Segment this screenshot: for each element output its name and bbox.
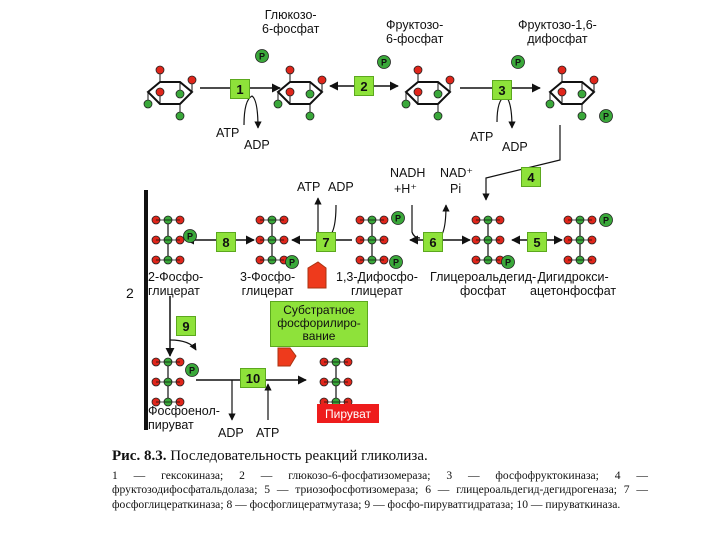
figure-number: Рис. 8.3. bbox=[112, 448, 167, 464]
atom bbox=[317, 75, 327, 85]
atom bbox=[401, 99, 411, 109]
atp-label: ATP bbox=[470, 130, 494, 144]
atom bbox=[413, 65, 423, 75]
glyceraldehyde-phosphate-label: Глицероальдегид- фосфат bbox=[430, 270, 537, 298]
adp-label: ADP bbox=[244, 138, 270, 152]
atom bbox=[175, 111, 185, 121]
step-4-box: 4 bbox=[521, 167, 541, 187]
glucose-ring-icon bbox=[146, 81, 194, 105]
2-phosphoglycerate-label: 2-Фосфо- глицерат bbox=[148, 270, 204, 298]
adp-label: ADP bbox=[328, 180, 354, 194]
atp-adp-curve-3 bbox=[496, 95, 516, 129]
phosphate-icon bbox=[599, 213, 613, 227]
atom bbox=[445, 75, 455, 85]
atom bbox=[143, 99, 153, 109]
h2o-arrow-9 bbox=[169, 339, 197, 351]
atom bbox=[305, 89, 315, 99]
substrate-phosphorylation-box: Субстратное фосфорилиро- вание bbox=[270, 301, 368, 347]
glucose-6-phosphate-label: Глюкозо- 6-фосфат bbox=[262, 8, 320, 36]
phosphate-icon bbox=[599, 109, 613, 123]
step-8-box: 8 bbox=[216, 232, 236, 252]
phosphate-icon bbox=[389, 255, 403, 269]
phosphate-letter: P bbox=[603, 216, 609, 226]
atom bbox=[433, 89, 443, 99]
fructose-6-phosphate-label: Фруктозо- 6-фосфат bbox=[386, 18, 444, 46]
atom bbox=[577, 89, 587, 99]
figure-caption-text: 1 — гексокиназа; 2 — глюкозо-6-фосфатизо… bbox=[112, 469, 648, 511]
atp-label: ATP bbox=[216, 126, 240, 140]
atom bbox=[187, 75, 197, 85]
fructose-1-6-bisphosphate-label: Фруктозо-1,6- дифосфат bbox=[518, 18, 597, 46]
nadh-label: NADH bbox=[390, 166, 426, 180]
pointer-hand-icon bbox=[277, 347, 297, 367]
phosphate-letter: P bbox=[189, 366, 195, 376]
phosphate-icon bbox=[501, 255, 515, 269]
phosphate-letter: P bbox=[289, 258, 295, 268]
atom bbox=[155, 87, 165, 97]
step-10-box: 10 bbox=[240, 368, 266, 388]
adp-label: ADP bbox=[502, 140, 528, 154]
atom bbox=[577, 111, 587, 121]
phosphate-letter: P bbox=[259, 52, 265, 62]
fructose-1-6-bisphosphate-ring-icon bbox=[548, 81, 596, 105]
fructose-6-phosphate-ring-icon bbox=[404, 81, 452, 105]
phosphate-letter: P bbox=[381, 58, 387, 68]
atom bbox=[413, 87, 423, 97]
step-9-box: 9 bbox=[176, 316, 196, 336]
h-plus-label: +H⁺ bbox=[394, 182, 417, 196]
atom bbox=[285, 65, 295, 75]
figure-title: Последовательность реакций гликолиза. bbox=[170, 448, 428, 464]
phosphate-icon bbox=[391, 211, 405, 225]
pyruvate-box: Пируват bbox=[317, 404, 379, 423]
phosphate-letter: P bbox=[603, 112, 609, 122]
atom bbox=[273, 99, 283, 109]
3-phosphoglycerate-label: 3-Фосфо- глицерат bbox=[240, 270, 296, 298]
phosphate-icon bbox=[255, 49, 269, 63]
atom bbox=[557, 65, 567, 75]
atom bbox=[155, 65, 165, 75]
phosphate-icon bbox=[285, 255, 299, 269]
step-2-box: 2 bbox=[354, 76, 374, 96]
pointer-hand-icon bbox=[307, 261, 327, 289]
step-6-box: 6 bbox=[423, 232, 443, 252]
step-7-box: 7 bbox=[316, 232, 336, 252]
adp-label: ADP bbox=[218, 426, 244, 440]
step-3-box: 3 bbox=[492, 80, 512, 100]
atp-adp-curve-1 bbox=[243, 95, 262, 129]
phosphate-icon bbox=[511, 55, 525, 69]
phosphate-letter: P bbox=[505, 258, 511, 268]
atom bbox=[557, 87, 567, 97]
1-3-bisphosphoglycerate-label: 1,3-Дифосфо- глицерат bbox=[336, 270, 418, 298]
atom bbox=[175, 89, 185, 99]
stoichiometry-two: 2 bbox=[126, 285, 134, 301]
phosphate-letter: P bbox=[515, 58, 521, 68]
phosphoenolpyruvate-label: Фосфоенол- пируват bbox=[148, 404, 220, 432]
nad-label: NAD⁺ bbox=[440, 166, 473, 180]
phosphate-letter: P bbox=[187, 232, 193, 242]
atp-label: ATP bbox=[297, 180, 321, 194]
phosphate-icon bbox=[185, 363, 199, 377]
phosphate-icon bbox=[377, 55, 391, 69]
arrow-step-4-to-gap bbox=[482, 125, 561, 201]
step-1-box: 1 bbox=[230, 79, 250, 99]
nadh-arrow-6 bbox=[411, 205, 421, 239]
dihydroxyacetone-phosphate-label: Дигидрокси- ацетонфосфат bbox=[530, 270, 617, 298]
phosphate-letter: P bbox=[395, 214, 401, 224]
atom bbox=[589, 75, 599, 85]
phosphate-letter: P bbox=[393, 258, 399, 268]
atp-label: ATP bbox=[256, 426, 280, 440]
atom bbox=[433, 111, 443, 121]
figure-caption-title: Рис. 8.3. Последовательность реакций гли… bbox=[112, 448, 428, 465]
atom bbox=[305, 111, 315, 121]
atom bbox=[545, 99, 555, 109]
pi-label: Pi bbox=[450, 182, 462, 196]
step-5-box: 5 bbox=[527, 232, 547, 252]
atom bbox=[285, 87, 295, 97]
phosphate-icon bbox=[183, 229, 197, 243]
glucose-6-phosphate-ring-icon bbox=[276, 81, 324, 105]
